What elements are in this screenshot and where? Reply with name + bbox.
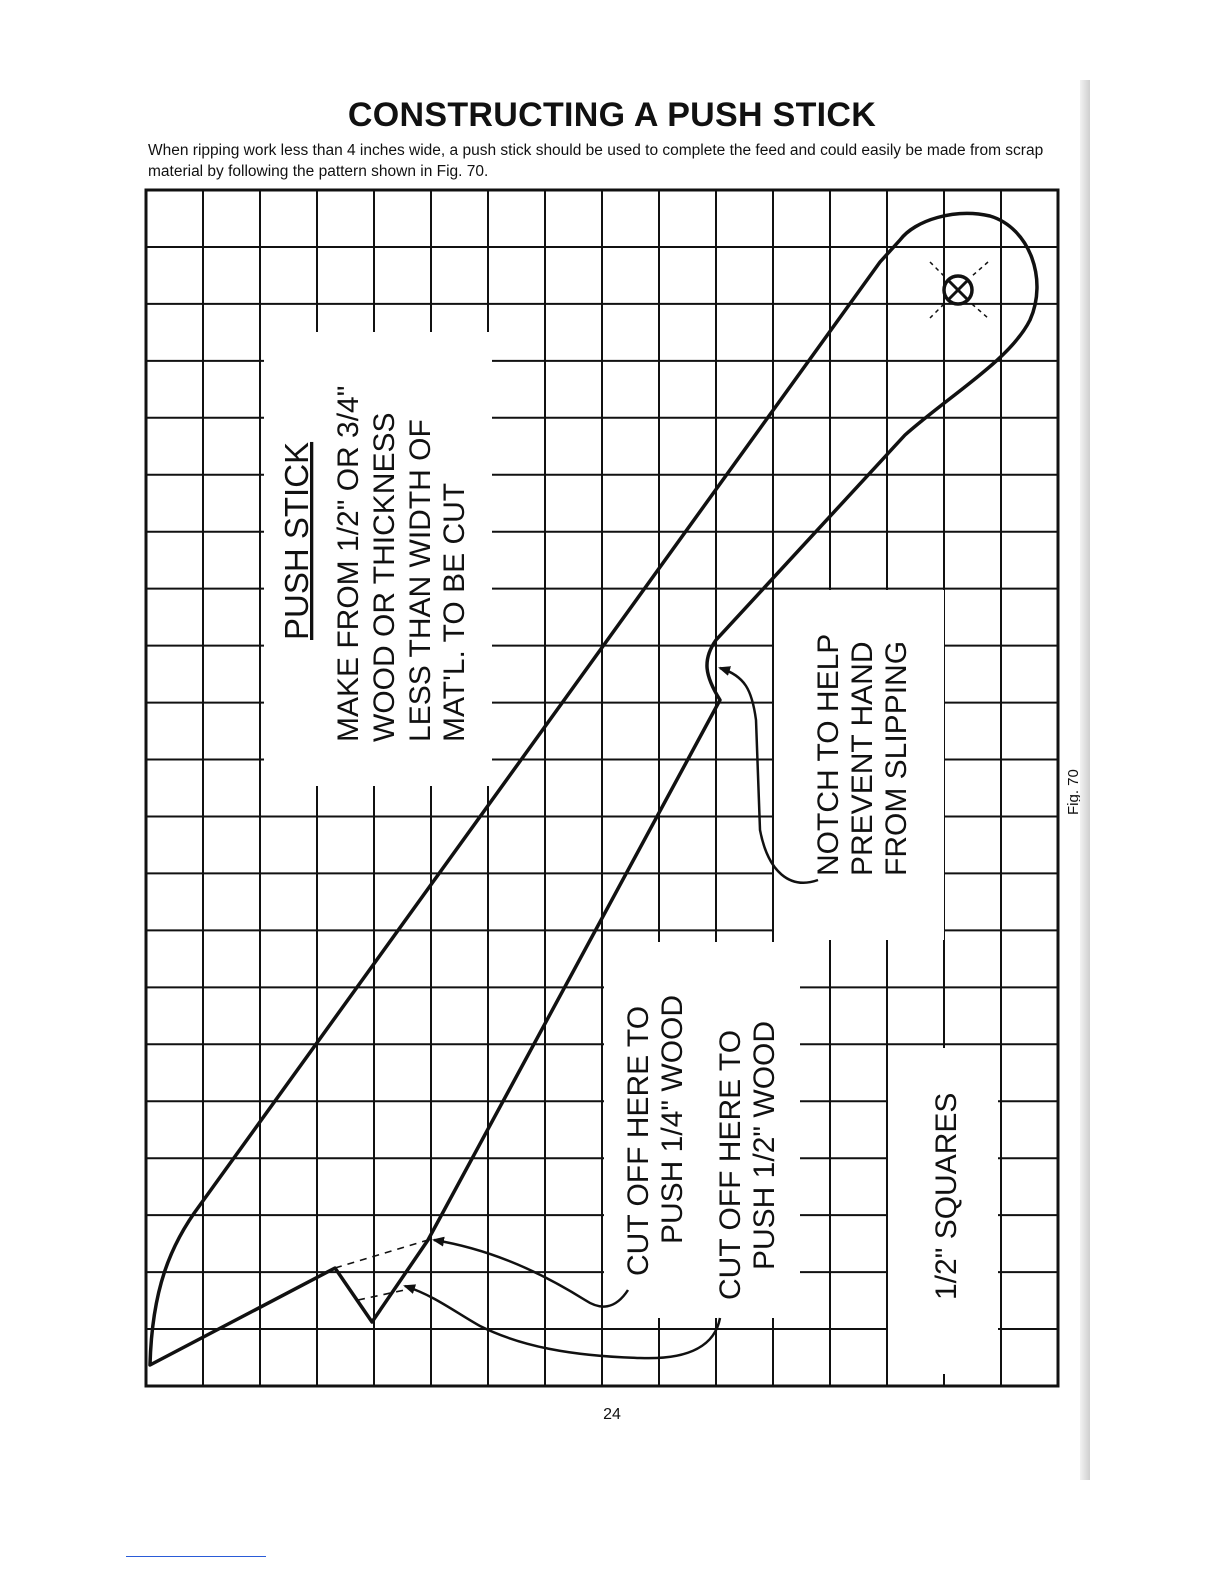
pivot-hole-mark <box>929 261 989 319</box>
page-number: 24 <box>603 1406 621 1423</box>
label-box-cutoff <box>604 942 800 1318</box>
notch-line-2: PREVENT HAND <box>846 642 879 877</box>
label-box-make-from <box>264 332 492 786</box>
cutoff-half-line-1: CUT OFF HERE TO <box>714 1030 747 1300</box>
page-title: CONSTRUCTING A PUSH STICK <box>347 96 877 134</box>
cutoff-dashed-line-half <box>357 1287 415 1301</box>
footer-rule <box>126 1556 266 1557</box>
scan-edge-shadow <box>1080 80 1090 1480</box>
label-box-squares <box>888 1048 998 1374</box>
notch-line-3: FROM SLIPPING <box>880 641 913 876</box>
grid-border <box>144 188 1060 1388</box>
push-stick-outline <box>148 211 1039 1367</box>
squares-label: 1/2" SQUARES <box>930 1093 963 1300</box>
cutoff-quarter-line-2: PUSH 1/4" WOOD <box>656 995 689 1244</box>
make-from-line-4: MAT'L. TO BE CUT <box>438 483 471 742</box>
cutoff-half-leader-arrow <box>403 1284 722 1360</box>
cutoff-quarter-line-1: CUT OFF HERE TO <box>622 1006 655 1276</box>
make-from-line-3: LESS THAN WIDTH OF <box>404 419 437 742</box>
make-from-line-2: WOOD OR THICKNESS <box>368 413 401 742</box>
cutoff-dashed-line-quarter <box>334 1239 429 1269</box>
notch-line-1: NOTCH TO HELP <box>812 634 845 876</box>
cutoff-half-line-2: PUSH 1/2" WOOD <box>748 1021 781 1270</box>
intro-paragraph: When ripping work less than 4 inches wid… <box>148 142 1044 180</box>
fig-label: Fig. 70 <box>1065 769 1082 815</box>
notch-leader-arrow <box>718 666 819 884</box>
push-stick-heading: PUSH STICK <box>278 442 315 640</box>
make-from-line-1: MAKE FROM 1/2" OR 3/4" <box>332 386 365 742</box>
cutoff-quarter-leader-arrow <box>432 1236 630 1308</box>
